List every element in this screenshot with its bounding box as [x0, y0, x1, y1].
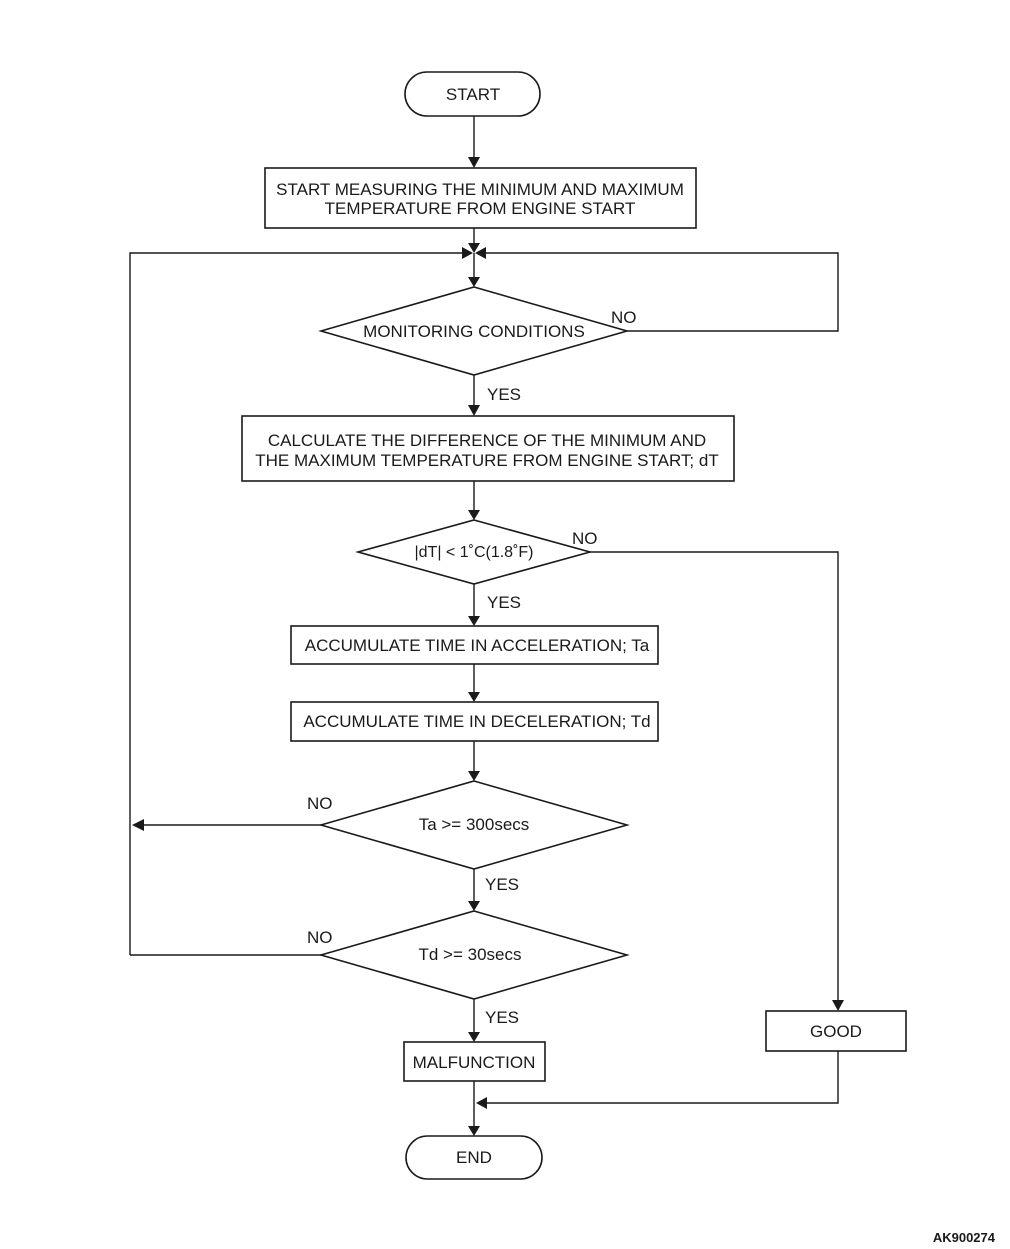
arrowhead: [832, 1000, 844, 1011]
dt-label: |dT| < 1˚C(1.8˚F): [415, 544, 534, 561]
arrowhead: [476, 1097, 487, 1109]
calc-label-line2: THE MAXIMUM TEMPERATURE FROM ENGINE STAR…: [255, 451, 718, 470]
ta-yes-label: YES: [485, 875, 519, 894]
td-no-label: NO: [307, 928, 333, 947]
ta-label: Ta >= 300secs: [419, 815, 530, 834]
connector-left-loop-return: [129, 252, 464, 955]
monitoring-decision: [318, 286, 630, 376]
malfunction-label: MALFUNCTION: [413, 1053, 536, 1072]
arrowhead: [468, 771, 480, 781]
arrowhead: [468, 277, 480, 287]
start-label: START: [446, 85, 500, 104]
arrowhead: [468, 510, 480, 520]
connector-good-end: [486, 1051, 839, 1104]
decel-process-box: [290, 701, 659, 742]
dt-decision: [354, 519, 594, 585]
connector-dt-no-good: [590, 551, 839, 1002]
monitoring-no-label: NO: [611, 308, 637, 327]
measure-process-box: [264, 167, 697, 229]
td-yes-label: YES: [485, 1008, 519, 1027]
start-terminal: [404, 71, 541, 117]
good-label: GOOD: [810, 1022, 862, 1041]
arrowhead: [468, 405, 480, 416]
end-terminal: [405, 1135, 543, 1180]
good-box: [765, 1010, 907, 1052]
calc-label-line1: CALCULATE THE DIFFERENCE OF THE MINIMUM …: [268, 431, 706, 450]
figure-code: AK900274: [933, 1230, 996, 1245]
dt-yes-label: YES: [487, 593, 521, 612]
measure-label-line2: TEMPERATURE FROM ENGINE START: [325, 199, 636, 218]
monitoring-yes-label: YES: [487, 385, 521, 404]
arrowhead: [132, 819, 144, 831]
arrowhead: [468, 616, 480, 626]
arrowhead: [468, 157, 480, 168]
dt-no-label: NO: [572, 529, 598, 548]
accel-label: ACCUMULATE TIME IN ACCELERATION; Ta: [305, 636, 650, 655]
arrowhead: [468, 1032, 480, 1042]
connectors: [129, 116, 844, 1136]
ta-no-label: NO: [307, 794, 333, 813]
arrowhead: [468, 243, 480, 253]
ta-decision: [318, 780, 630, 870]
td-decision: [318, 910, 630, 1000]
accel-process-box: [290, 625, 659, 665]
arrowhead: [462, 247, 473, 259]
malfunction-box: [403, 1041, 546, 1082]
monitoring-label: MONITORING CONDITIONS: [363, 322, 585, 341]
arrowhead: [475, 247, 486, 259]
td-label: Td >= 30secs: [418, 945, 521, 964]
end-label: END: [456, 1148, 492, 1167]
connector-monitoring-no-loop: [484, 252, 839, 332]
calc-process-box: [241, 415, 735, 482]
arrowhead: [468, 1126, 480, 1136]
arrowhead: [468, 901, 480, 911]
arrowhead: [468, 692, 480, 702]
measure-label-line1: START MEASURING THE MINIMUM AND MAXIMUM: [276, 180, 684, 199]
decel-label: ACCUMULATE TIME IN DECELERATION; Td: [303, 712, 650, 731]
